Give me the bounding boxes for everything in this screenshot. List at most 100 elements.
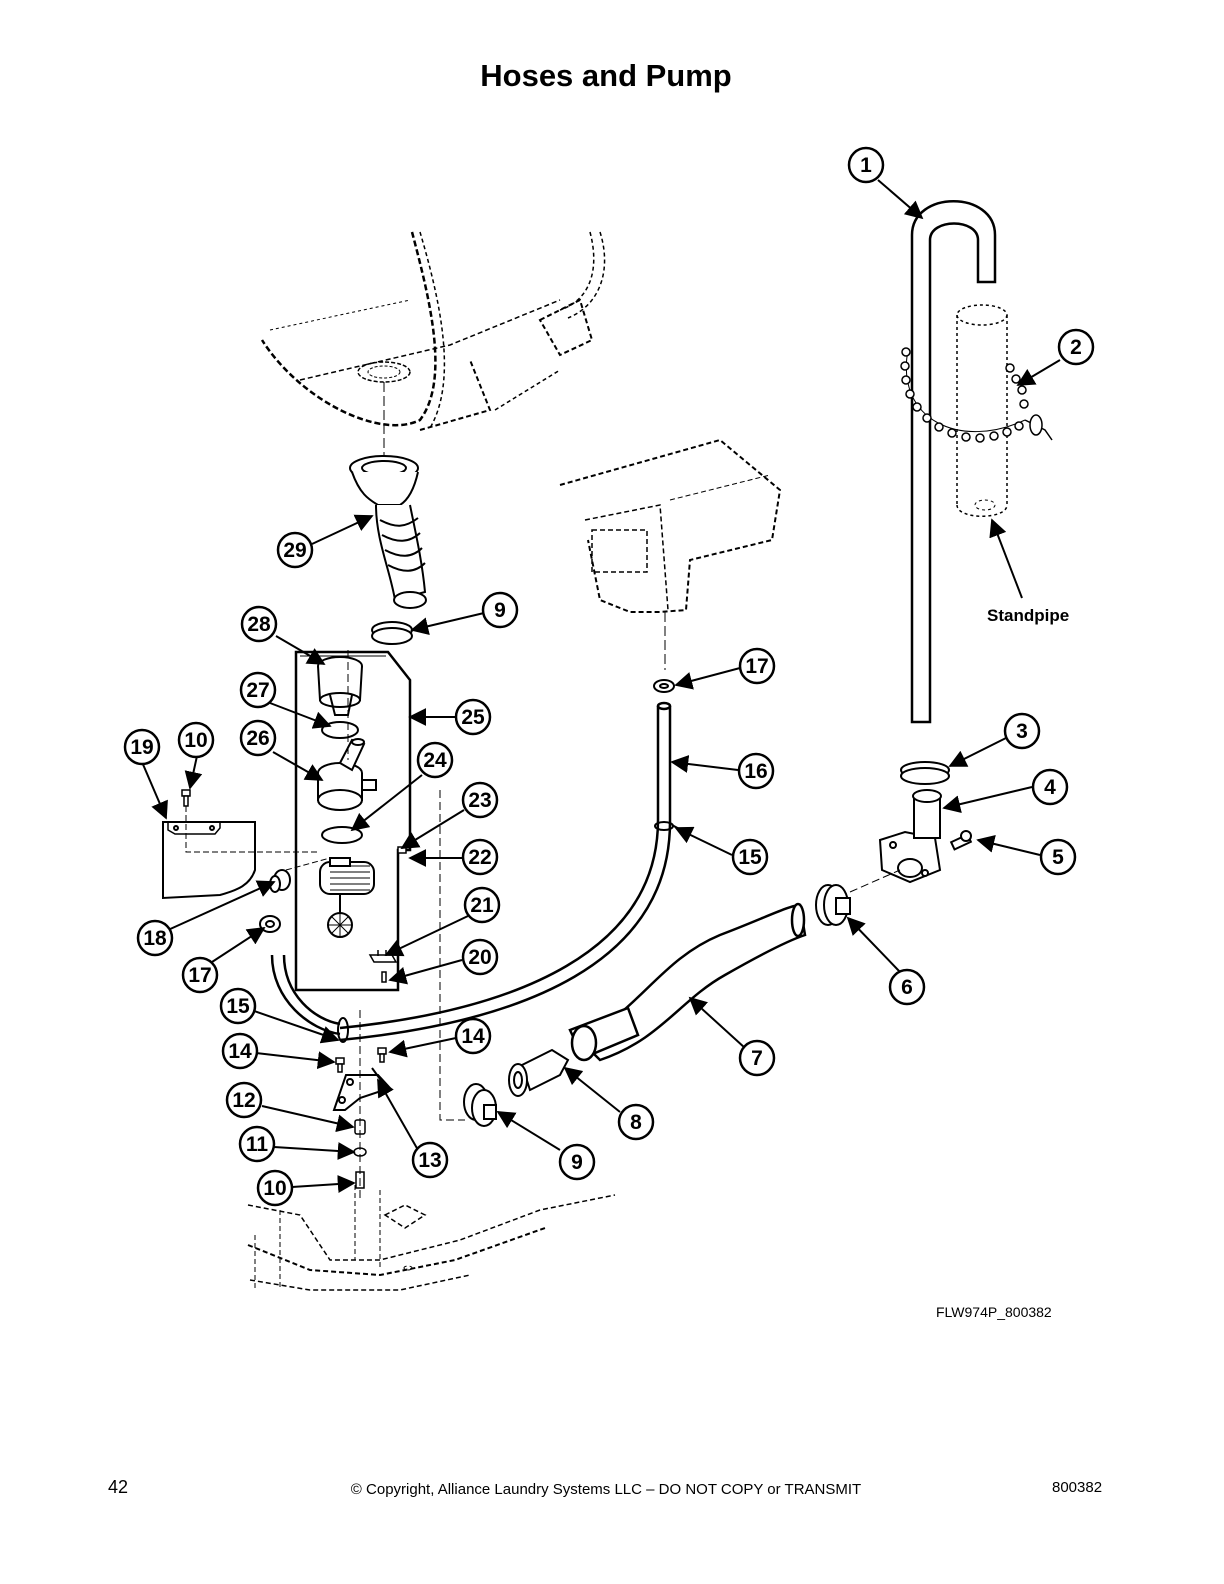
callout-27: 27 <box>239 671 277 709</box>
callout-18: 18 <box>136 919 174 957</box>
standpipe <box>956 304 1008 517</box>
svg-text:15: 15 <box>738 846 762 869</box>
drain-hose-hook <box>910 200 997 724</box>
svg-text:14: 14 <box>228 1040 252 1063</box>
callout-9-lower: 9 <box>558 1143 596 1181</box>
leader-standpipe <box>989 518 1023 599</box>
svg-text:10: 10 <box>184 729 207 752</box>
leader-13 <box>377 1078 419 1151</box>
svg-text:2: 2 <box>1070 336 1082 359</box>
svg-text:3: 3 <box>1016 720 1028 743</box>
leader-26 <box>272 751 324 781</box>
svg-text:20: 20 <box>468 946 491 969</box>
leader-15a <box>674 826 733 856</box>
svg-text:15: 15 <box>226 995 250 1018</box>
callout-3: 3 <box>1003 712 1041 750</box>
svg-text:23: 23 <box>468 789 491 812</box>
callout-2: 2 <box>1057 328 1095 366</box>
leader-lines <box>141 179 1061 1194</box>
leader-19 <box>141 761 168 820</box>
leader-24 <box>350 774 423 832</box>
callout-23: 23 <box>461 781 499 819</box>
svg-text:16: 16 <box>744 760 767 783</box>
bellows-hose-29 <box>349 455 427 609</box>
cover-plate-19 <box>162 821 256 900</box>
svg-text:6: 6 <box>901 976 913 999</box>
callout-8: 8 <box>617 1103 655 1141</box>
svg-text:21: 21 <box>470 894 494 917</box>
document-number: 800382 <box>1052 1479 1103 1496</box>
callout-9-upper: 9 <box>481 591 519 629</box>
screw-20 <box>381 971 387 983</box>
callout-10-upper: 10 <box>177 721 215 759</box>
clip-17-lower <box>259 915 281 933</box>
bead-chain <box>900 347 1053 443</box>
leader-9a <box>410 612 485 636</box>
callout-19: 19 <box>123 728 161 766</box>
callout-14-left: 14 <box>221 1032 259 1070</box>
leader-2 <box>1016 359 1061 386</box>
leader-21 <box>384 915 469 957</box>
page-title: Hoses and Pump <box>480 58 732 93</box>
callout-20: 20 <box>461 938 499 976</box>
callout-28: 28 <box>240 605 278 643</box>
callout-5: 5 <box>1039 838 1077 876</box>
svg-text:17: 17 <box>745 655 768 678</box>
connector-18 <box>269 869 291 893</box>
svg-text:7: 7 <box>751 1047 763 1070</box>
leader-10a <box>184 755 203 790</box>
elbow-fitting-4 <box>878 789 942 884</box>
svg-text:17: 17 <box>188 964 211 987</box>
leader-7 <box>688 996 746 1049</box>
svg-text:25: 25 <box>461 706 485 729</box>
screw-14-left <box>335 1057 345 1073</box>
leader-10b <box>291 1175 356 1194</box>
svg-text:4: 4 <box>1044 776 1056 799</box>
svg-text:28: 28 <box>247 613 271 636</box>
leader-11 <box>273 1142 356 1160</box>
callout-15-right: 15 <box>731 838 769 876</box>
leader-17a <box>674 667 741 690</box>
callout-12: 12 <box>225 1081 263 1119</box>
svg-text:10: 10 <box>263 1177 286 1200</box>
svg-text:29: 29 <box>283 539 306 562</box>
leader-14a <box>255 1051 336 1070</box>
callout-22: 22 <box>461 838 499 876</box>
hose-clamp-9-upper <box>371 621 413 645</box>
screw-10-upper <box>181 789 191 807</box>
leader-15b <box>253 1010 340 1044</box>
pump-body-26 <box>317 738 377 811</box>
svg-text:18: 18 <box>143 927 167 950</box>
screw-14-right <box>377 1047 387 1063</box>
hose-adapter-8 <box>508 1048 570 1097</box>
hose-clamp-3 <box>900 761 950 785</box>
callout-17-upper: 17 <box>738 647 776 685</box>
cabinet-base-outline <box>247 1185 616 1291</box>
callout-21: 21 <box>463 886 501 924</box>
callout-14-right: 14 <box>454 1017 492 1055</box>
leader-18 <box>167 880 276 931</box>
svg-text:11: 11 <box>246 1133 269 1156</box>
clip-17-upper <box>653 679 675 693</box>
leader-17b <box>211 927 266 963</box>
leader-4 <box>942 786 1033 813</box>
leader-3 <box>948 737 1007 767</box>
svg-text:22: 22 <box>468 846 491 869</box>
callout-7: 7 <box>738 1039 776 1077</box>
callouts: 1 2 3 4 5 6 7 8 9 9 10 10 11 12 13 14 14… <box>123 146 1095 1207</box>
callout-6: 6 <box>888 968 926 1006</box>
svg-text:5: 5 <box>1052 846 1064 869</box>
callout-15-left: 15 <box>219 987 257 1025</box>
hose-clamp-6 <box>815 884 851 926</box>
leader-27 <box>269 702 332 729</box>
standpipe-label: Standpipe <box>987 606 1070 625</box>
leader-28 <box>275 635 326 665</box>
control-box-outline <box>559 438 782 670</box>
callout-25: 25 <box>454 698 492 736</box>
cable-tie-15-lower <box>337 1017 349 1043</box>
svg-text:27: 27 <box>246 679 269 702</box>
callout-17-lower: 17 <box>181 956 219 994</box>
svg-text:13: 13 <box>418 1149 441 1172</box>
callout-29: 29 <box>276 531 314 569</box>
